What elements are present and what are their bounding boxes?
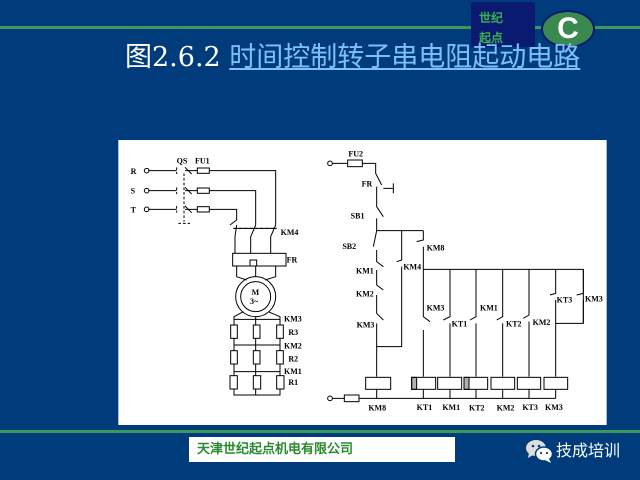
phase-r-label: R <box>131 167 137 176</box>
km3-nc-label: KM3 <box>357 320 375 329</box>
motor-label: M <box>252 288 260 297</box>
sb2-label: SB2 <box>342 242 356 251</box>
coil-label-km2: KM2 <box>497 404 515 413</box>
km2-contact-label: KM2 <box>533 318 551 327</box>
kt1-contact-label: KT1 <box>452 320 468 329</box>
fu2-label: FU2 <box>348 150 363 159</box>
coil-label-km1: KM1 <box>442 403 460 412</box>
km1-label: KM1 <box>284 367 302 376</box>
power-circuit: R S T QS FU1 KM4 FR M 3~ KM3 R3 KM2 R2 K… <box>131 156 302 396</box>
company-name-box: 天津世纪起点机电有限公司 <box>189 437 455 462</box>
km3-contact-label: KM3 <box>427 304 445 313</box>
circuit-diagram: R S T QS FU1 KM4 FR M 3~ KM3 R3 KM2 R2 K… <box>118 140 607 425</box>
control-circuit: FU2 FR SB1 SB2 KM1 KM2 KM3 KM8 KM4 KM3 K… <box>327 150 603 413</box>
coil-km8 <box>365 376 392 390</box>
km3-label: KM3 <box>284 315 302 324</box>
r3-label: R3 <box>288 328 298 337</box>
km8-contact-label: KM8 <box>427 244 445 253</box>
company-name: 天津世纪起点机电有限公司 <box>197 442 354 457</box>
coil-label-kt2: KT2 <box>469 404 485 413</box>
company-logo: 世纪 起点 <box>471 2 535 47</box>
r2-label: R2 <box>288 355 298 364</box>
qs-label: QS <box>177 156 188 165</box>
top-divider <box>0 26 640 29</box>
sb1-label: SB1 <box>351 211 365 220</box>
coil-label-km8: KM8 <box>368 404 386 413</box>
brand-label: 技成培训 <box>556 441 621 460</box>
fr-label: FR <box>287 256 298 265</box>
fr-contact-label: FR <box>362 180 373 189</box>
km2-label: KM2 <box>284 341 302 350</box>
km3-hold-label: KM3 <box>585 295 603 304</box>
kt2-contact-label: KT2 <box>506 320 522 329</box>
km4-label: KM4 <box>281 228 299 237</box>
km2-nc-label: KM2 <box>356 290 374 299</box>
bottom-divider <box>0 430 640 433</box>
motor-sub-label: 3~ <box>250 297 259 306</box>
phase-t-label: T <box>131 205 137 214</box>
title-link[interactable]: 时间控制转子串电阻起动电路 <box>229 42 581 73</box>
km4-contact-label: KM4 <box>403 262 421 271</box>
logo-badge: C <box>541 10 595 48</box>
wechat-icon <box>526 440 553 463</box>
coil-label-kt3: KT3 <box>522 403 538 412</box>
logo-text-2: 起点 <box>479 31 504 45</box>
kt3-contact-label: KT3 <box>557 296 573 305</box>
fu1-label: FU1 <box>195 156 210 165</box>
phase-s-label: S <box>131 186 136 195</box>
km1-nc-label: KM1 <box>356 266 374 275</box>
r1-label: R1 <box>288 378 298 387</box>
coil-label-km3: KM3 <box>545 403 563 412</box>
thermal-relay <box>232 252 287 267</box>
slide-title: 图2.6.2 时间控制转子串电阻起动电路 <box>125 38 605 78</box>
km1-contact-label: KM1 <box>480 304 498 313</box>
logo-text-1: 世纪 <box>479 11 504 25</box>
title-prefix: 图2.6.2 <box>125 42 230 73</box>
coil-label-kt1: KT1 <box>417 403 433 412</box>
